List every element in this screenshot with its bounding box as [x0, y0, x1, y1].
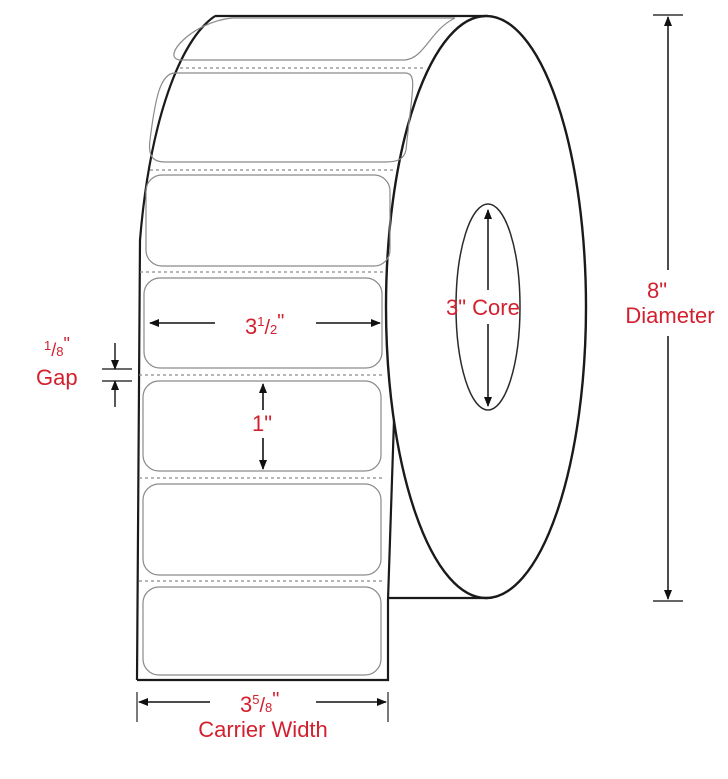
carrier-width-caption: Carrier Width: [198, 717, 328, 742]
perforations: [139, 67, 425, 582]
core-ellipse: [455, 203, 521, 411]
label-width-dimension: 31/2": [149, 311, 381, 339]
svg-text:1/8": 1/8": [44, 334, 70, 360]
label-3: [145, 174, 391, 267]
label-height-dimension: 1": [252, 383, 272, 470]
diameter-value: 8": [647, 278, 667, 303]
label-5: [142, 380, 382, 472]
label-width-whole: 3: [245, 314, 257, 339]
label-2: [148, 72, 414, 163]
label-height-text: 1": [252, 411, 272, 436]
gap-caption: Gap: [36, 365, 78, 390]
core-text: 3" Core: [446, 295, 520, 320]
label-6: [142, 483, 382, 576]
core-dimension: 3" Core: [446, 209, 520, 407]
label-1: [173, 17, 456, 61]
labels: [142, 17, 456, 676]
gap-dimension: 1/8" Gap: [36, 334, 132, 407]
label-4: [143, 277, 383, 369]
carrier-width-dimension: 35/8" Carrier Width: [136, 689, 389, 742]
svg-text:31/2": 31/2": [245, 311, 284, 339]
svg-text:35/8": 35/8": [240, 689, 279, 717]
diameter-caption: Diameter: [625, 303, 714, 328]
roll-body: [135, 14, 588, 682]
diameter-dimension: 8" Diameter: [625, 14, 715, 602]
label-7: [142, 586, 382, 676]
